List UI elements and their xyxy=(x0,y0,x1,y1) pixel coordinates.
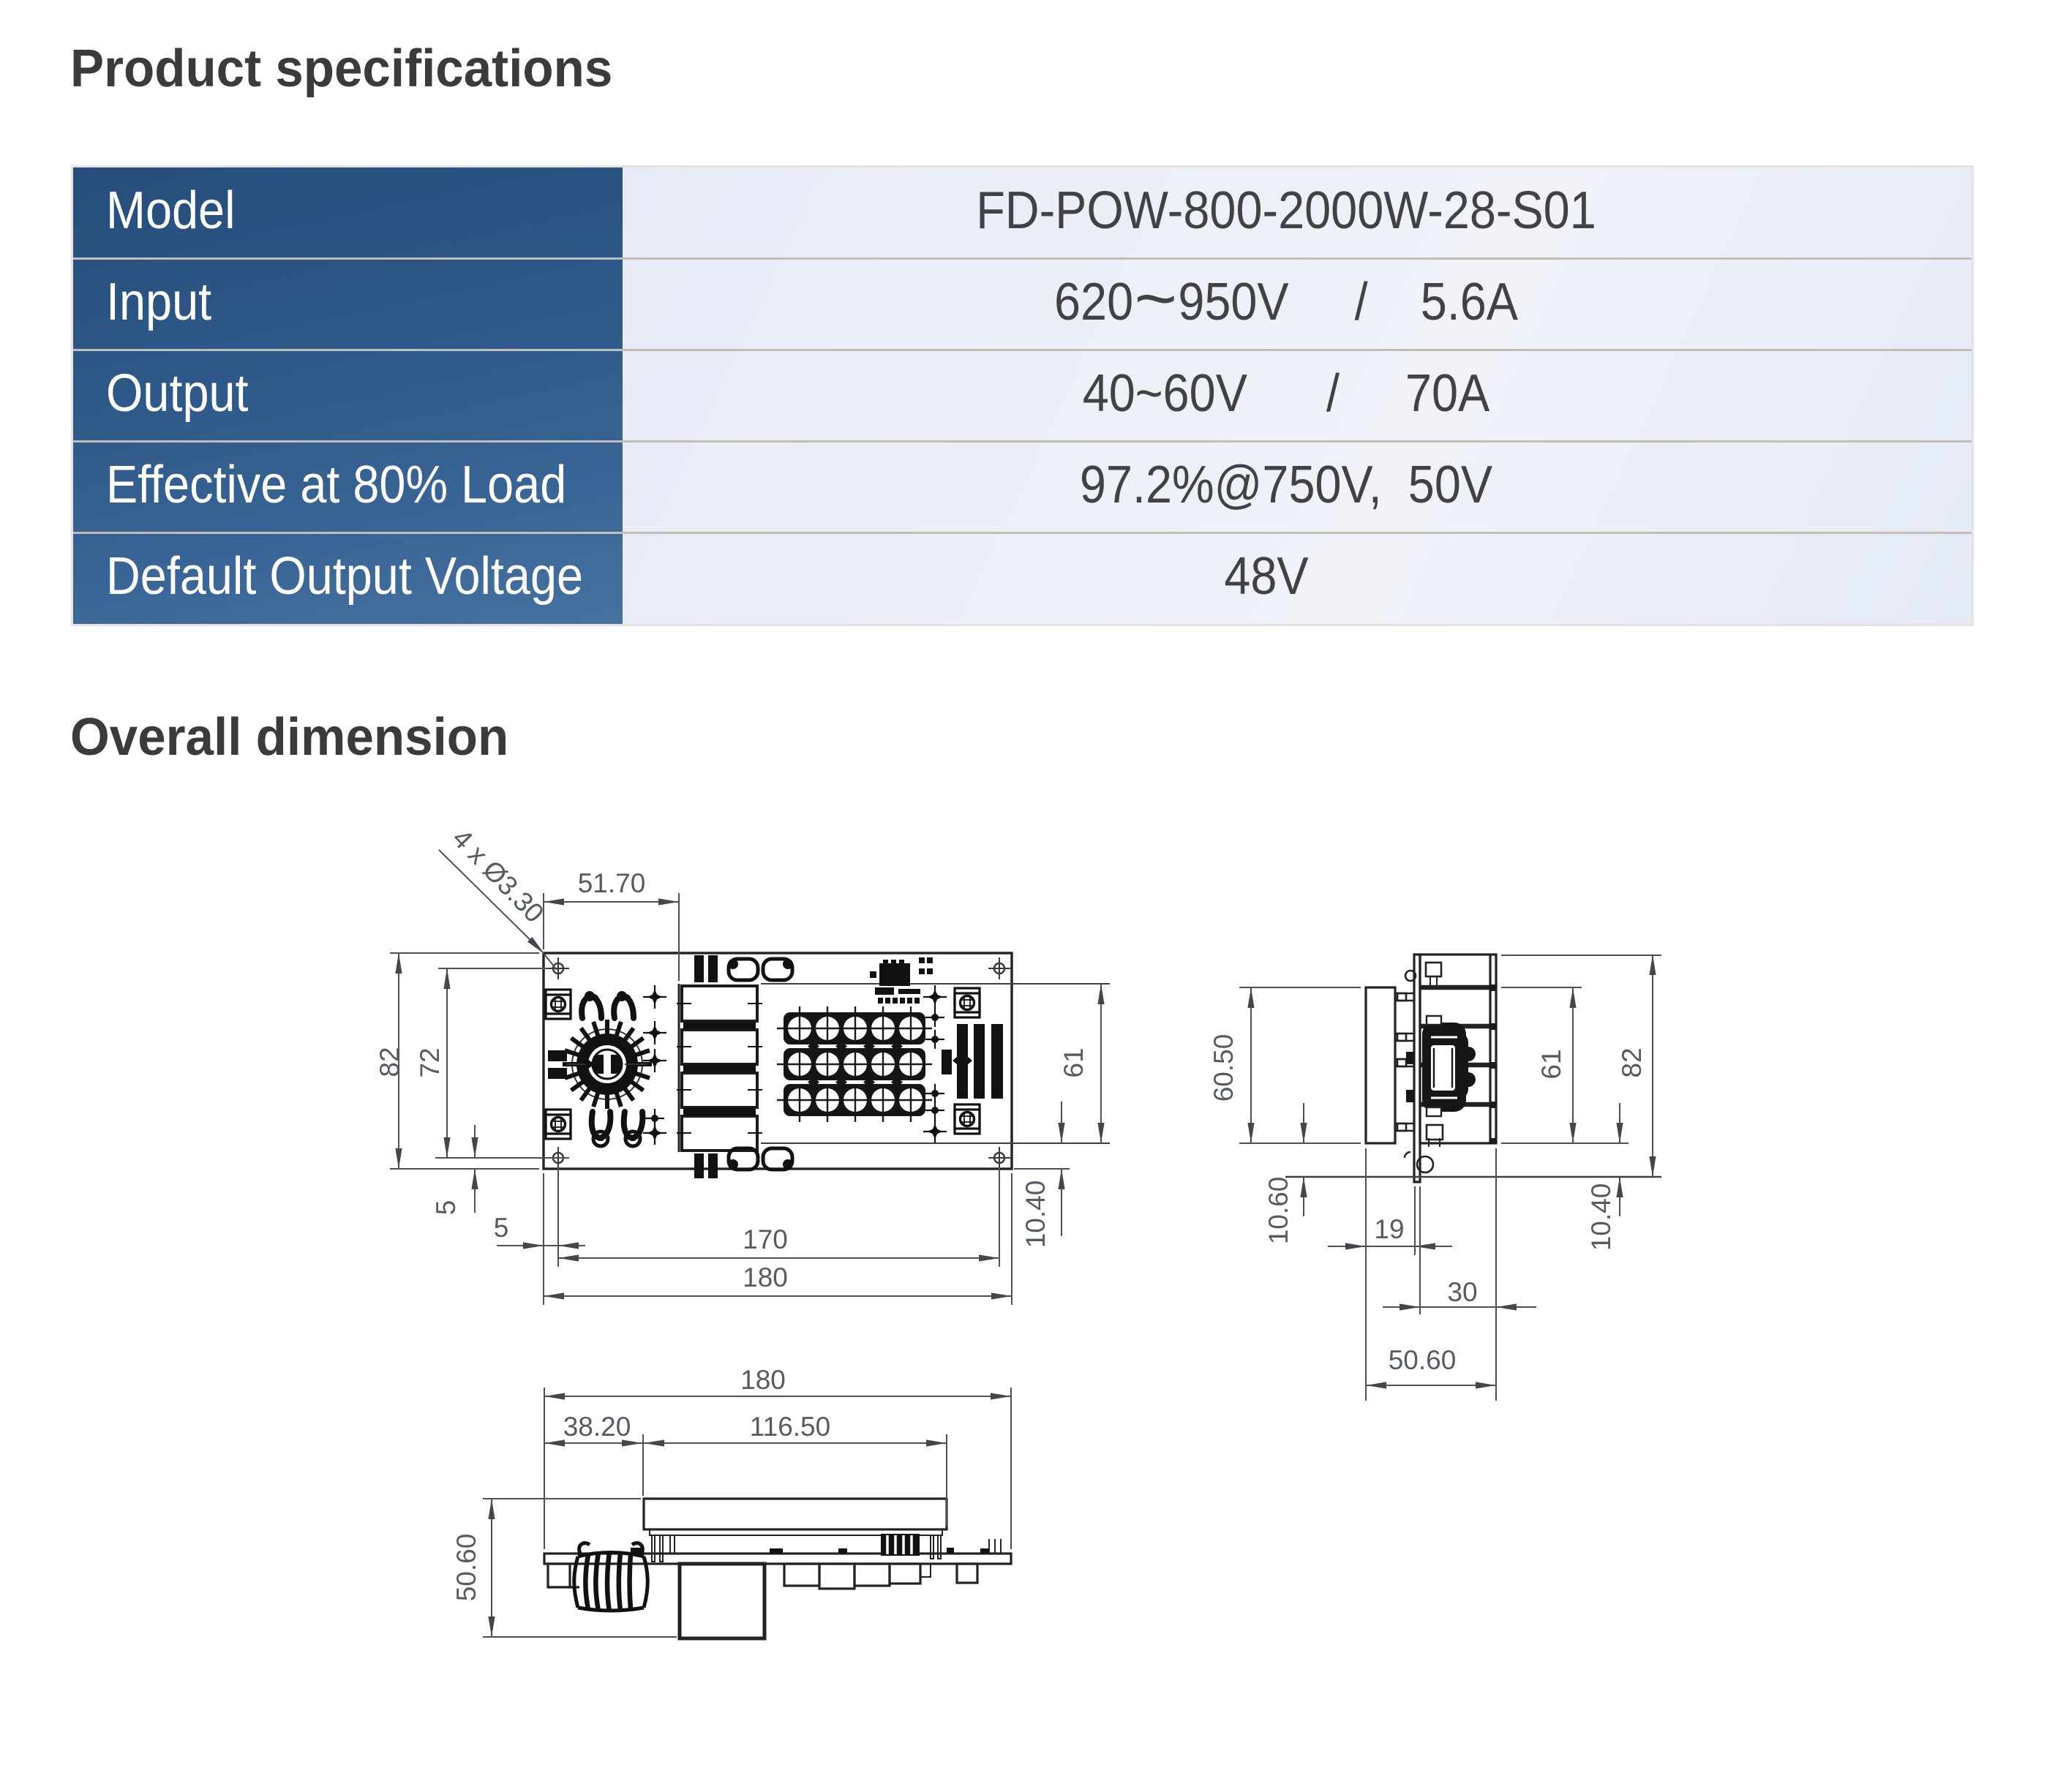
svg-text:10.60: 10.60 xyxy=(1263,1177,1293,1245)
svg-text:61: 61 xyxy=(1059,1047,1089,1077)
svg-text:4 x Ø3.30: 4 x Ø3.30 xyxy=(447,823,550,928)
svg-text:10.40: 10.40 xyxy=(1586,1183,1616,1251)
svg-text:82: 82 xyxy=(1617,1047,1647,1077)
svg-text:5: 5 xyxy=(494,1213,509,1243)
svg-text:5: 5 xyxy=(431,1200,461,1216)
svg-text:51.70: 51.70 xyxy=(578,868,646,898)
svg-text:38.20: 38.20 xyxy=(563,1412,631,1442)
svg-text:50.60: 50.60 xyxy=(451,1534,481,1602)
svg-text:82: 82 xyxy=(375,1047,405,1077)
svg-text:180: 180 xyxy=(740,1365,786,1395)
svg-text:50.60: 50.60 xyxy=(1389,1345,1457,1375)
svg-text:116.50: 116.50 xyxy=(750,1412,830,1442)
svg-text:30: 30 xyxy=(1447,1277,1477,1307)
svg-text:60.50: 60.50 xyxy=(1209,1034,1239,1102)
svg-text:72: 72 xyxy=(415,1047,445,1077)
svg-text:61: 61 xyxy=(1536,1049,1566,1079)
svg-text:180: 180 xyxy=(743,1262,788,1292)
svg-text:10.40: 10.40 xyxy=(1021,1181,1051,1249)
svg-text:19: 19 xyxy=(1374,1214,1404,1244)
svg-text:170: 170 xyxy=(743,1224,788,1254)
